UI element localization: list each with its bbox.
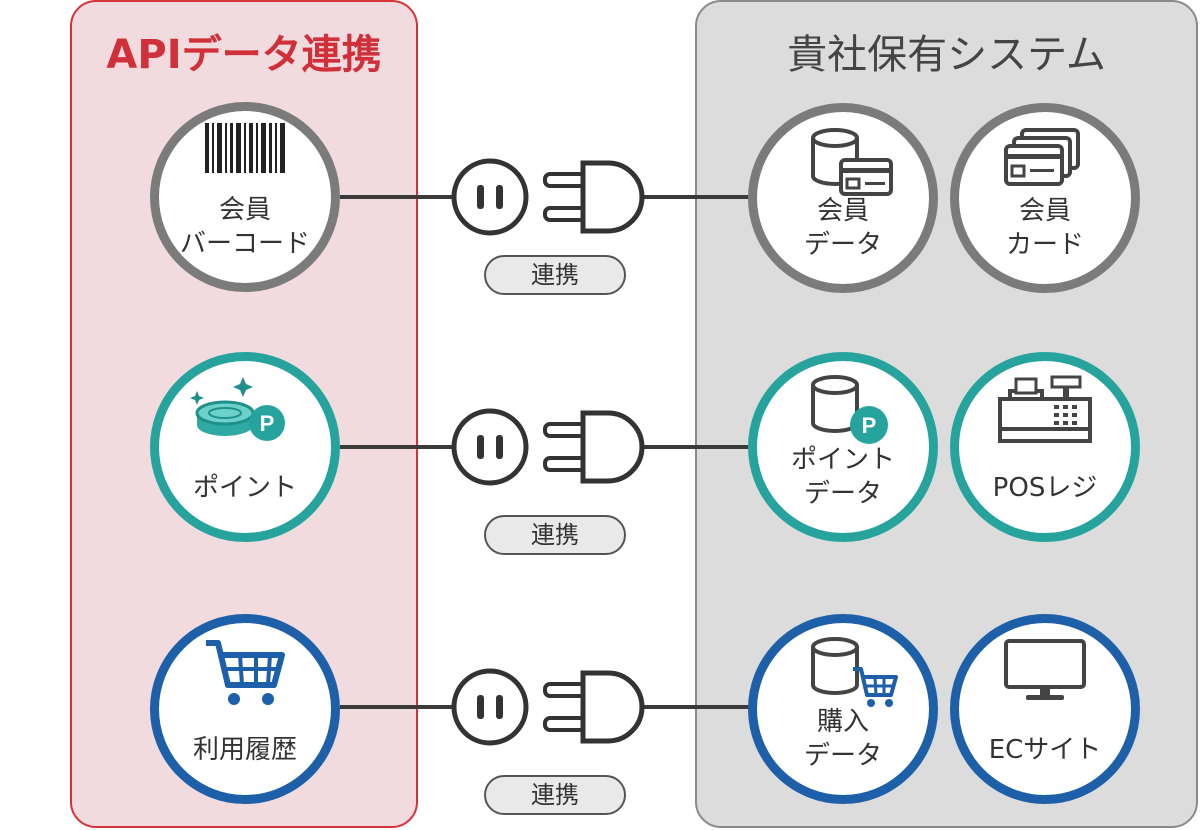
member-data-label: 会員 データ [803, 196, 882, 260]
point-node: P ポイント [150, 352, 340, 542]
svg-text:P: P [862, 413, 877, 438]
connection-wire [340, 195, 470, 199]
member-barcode-label: 会員 バーコード [179, 195, 310, 259]
connection-wire [640, 445, 760, 449]
point-label: ポイント [192, 473, 297, 503]
svg-text:P: P [260, 411, 275, 436]
link-badge: 連携 [484, 255, 626, 295]
shopping-cart-icon [206, 640, 285, 705]
pos-register-icon [998, 375, 1092, 443]
connection-wire [640, 705, 760, 709]
point-data-node: P ポイント データ [748, 352, 938, 542]
member-database-icon [811, 128, 893, 196]
socket-plug-connector [451, 408, 645, 486]
ec-site-node: ECサイト [950, 614, 1140, 804]
member-data-node: 会員 データ [748, 103, 938, 293]
system-panel-title: 貴社保有システム [787, 32, 1106, 78]
ec-monitor-icon [1004, 639, 1086, 700]
pos-register-node: POSレジ [950, 352, 1140, 542]
connection-wire [340, 445, 470, 449]
barcode-icon [205, 123, 285, 173]
usage-history-node: 利用履歴 [150, 614, 340, 804]
point-coins-icon: P [190, 377, 285, 441]
connection-wire [340, 705, 470, 709]
member-card-label: 会員 カード [1005, 196, 1084, 260]
usage-history-label: 利用履歴 [192, 735, 297, 765]
api-panel-title: APIデータ連携 [106, 32, 382, 78]
socket-plug-connector [451, 158, 645, 236]
ec-site-label: ECサイト [988, 735, 1102, 765]
link-badge: 連携 [484, 775, 626, 815]
pos-register-label: POSレジ [992, 473, 1098, 503]
member-card-node: 会員 カード [950, 103, 1140, 293]
connection-wire [640, 195, 760, 199]
point-data-label: ポイント データ [790, 445, 895, 509]
purchase-database-icon [811, 637, 898, 707]
member-card-icon [1004, 128, 1080, 186]
socket-plug-connector [451, 668, 645, 746]
link-badge: 連携 [484, 515, 626, 555]
purchase-data-label: 購入 データ [803, 707, 882, 771]
point-database-icon: P [811, 375, 888, 444]
purchase-data-node: 購入 データ [748, 614, 938, 804]
member-barcode-node: 会員 バーコード [150, 102, 340, 292]
